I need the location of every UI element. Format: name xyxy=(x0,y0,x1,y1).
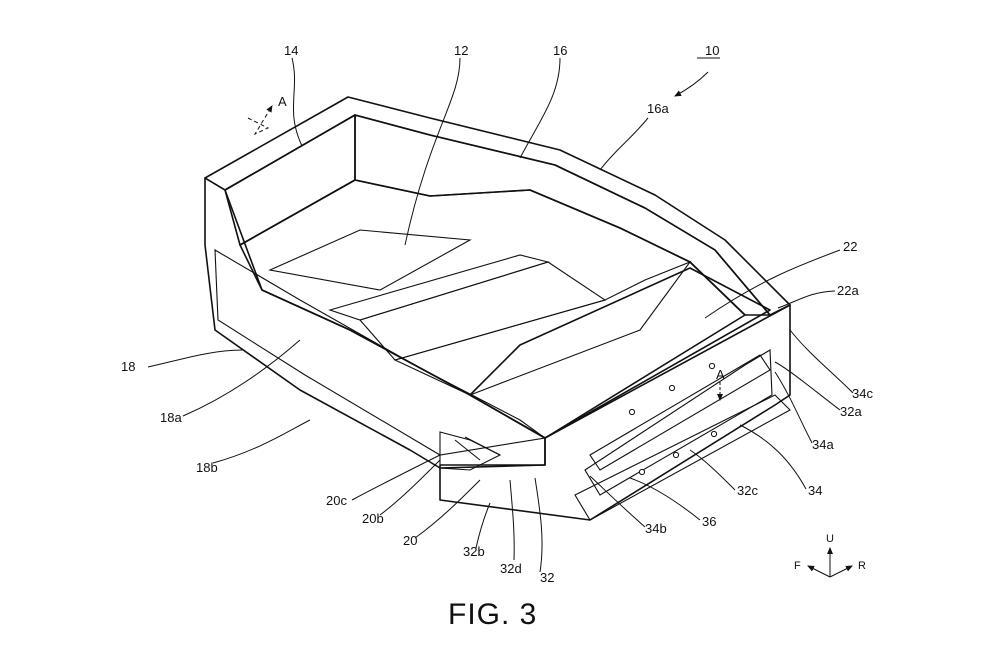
strip-36 xyxy=(575,395,790,520)
label-34: 34 xyxy=(808,483,822,498)
label-32b: 32b xyxy=(463,544,485,559)
axis-rear-label: R xyxy=(858,560,866,572)
label-20b: 20b xyxy=(362,511,384,526)
label-32a: 32a xyxy=(840,404,862,419)
label-34c: 34c xyxy=(852,386,873,401)
label-14: 14 xyxy=(284,43,298,58)
axis-up-label: U xyxy=(826,533,834,545)
label-16a: 16a xyxy=(647,101,669,116)
direction-axes: U F R xyxy=(794,533,866,577)
transom-cutout xyxy=(585,350,772,495)
floor-board-4 xyxy=(395,262,690,395)
frame-34 xyxy=(590,355,770,470)
reference-labels: 10 12 14 16 16a 22 22a 18 18a 18b 34c 32… xyxy=(121,43,873,585)
label-34b: 34b xyxy=(645,521,667,536)
label-20c: 20c xyxy=(326,493,347,508)
bow-seat-panel xyxy=(225,115,355,245)
label-36: 36 xyxy=(702,514,716,529)
section-marker-a: A xyxy=(278,94,287,109)
figure-caption: FIG. 3 xyxy=(448,598,537,631)
label-20: 20 xyxy=(403,533,417,548)
label-32c: 32c xyxy=(737,483,758,498)
label-32: 32 xyxy=(540,570,554,585)
outer-side-wall xyxy=(205,178,545,468)
label-16: 16 xyxy=(553,43,567,58)
label-18: 18 xyxy=(121,359,135,374)
section-marker-a-2: A xyxy=(716,367,725,382)
label-34a: 34a xyxy=(812,437,834,452)
label-10: 10 xyxy=(705,43,719,58)
boat-drawing xyxy=(205,97,790,520)
label-18b: 18b xyxy=(196,460,218,475)
label-12: 12 xyxy=(454,43,468,58)
axis-front-label: F xyxy=(794,560,801,572)
floor-board-1 xyxy=(270,230,470,290)
side-wall-band xyxy=(215,250,545,455)
label-32d: 32d xyxy=(500,561,522,576)
stern-deck xyxy=(470,268,770,438)
label-18a: 18a xyxy=(160,410,182,425)
label-22: 22 xyxy=(843,239,857,254)
floor-board-2 xyxy=(330,255,548,320)
label-22a: 22a xyxy=(837,283,859,298)
gunwale-rim xyxy=(205,97,790,315)
